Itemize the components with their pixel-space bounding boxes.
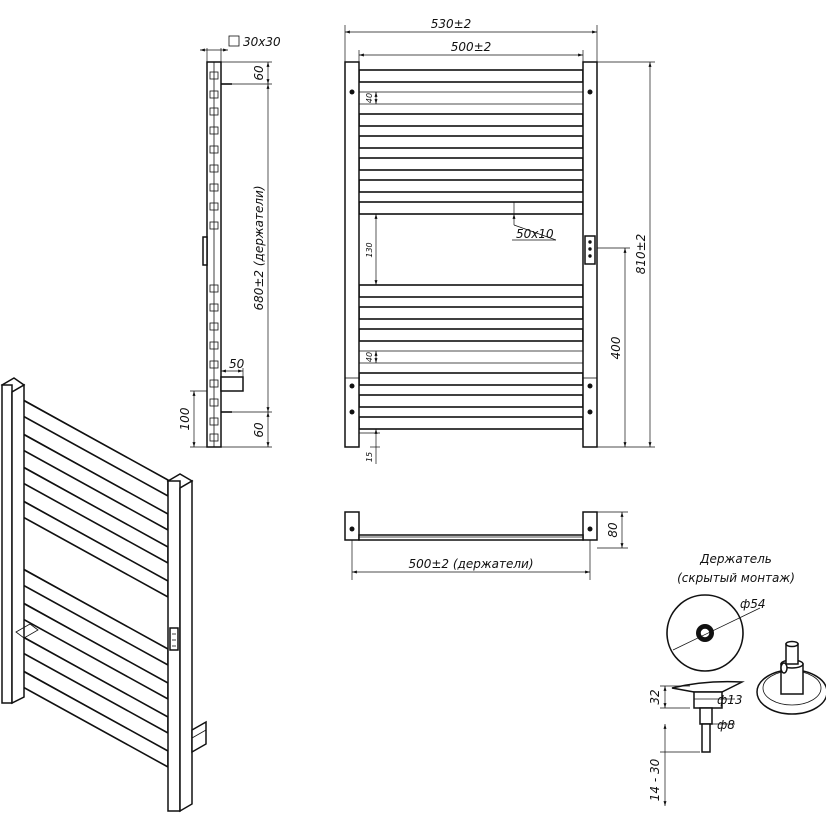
holder-range-label: 14 - 30 bbox=[648, 758, 662, 801]
profile-label: 30x30 bbox=[243, 35, 281, 49]
holder-title-2: (скрытый монтаж) bbox=[677, 571, 795, 585]
side-top-offset-label: 60 bbox=[252, 65, 266, 81]
front-view bbox=[344, 25, 655, 464]
holder-height-label: 32 bbox=[648, 689, 662, 704]
holder-detail bbox=[660, 594, 826, 806]
gap-top-label: 40 bbox=[365, 93, 374, 103]
holder-d13-label: ф13 bbox=[717, 693, 743, 707]
overall-width-label: 530±2 bbox=[431, 17, 472, 31]
side-holder-span-label: 680±2 (держатели) bbox=[252, 185, 266, 310]
overall-height-label: 810±2 bbox=[634, 234, 648, 275]
side-view bbox=[190, 35, 272, 448]
bar-width-label: 500±2 bbox=[451, 40, 492, 54]
holder-diameter-label: ф54 bbox=[740, 597, 766, 611]
side-holder-depth-label: 50 bbox=[229, 357, 245, 371]
gap-mid-label: 130 bbox=[365, 242, 374, 257]
isometric-view bbox=[0, 377, 207, 813]
connection-height-label: 400 bbox=[609, 336, 623, 359]
side-bottom-60-label: 60 bbox=[252, 422, 266, 438]
bottom-offset-label: 15 bbox=[365, 452, 374, 462]
holder-title-1: Держатель bbox=[699, 552, 772, 566]
depth-label: 80 bbox=[606, 522, 620, 538]
gap-bottom-label: 40 bbox=[365, 352, 374, 362]
bar-profile-label: 50x10 bbox=[516, 227, 554, 241]
side-bottom-100-label: 100 bbox=[178, 407, 192, 430]
top-view bbox=[344, 511, 628, 580]
holders-span-label: 500±2 (держатели) bbox=[408, 557, 533, 571]
holder-d8-label: ф8 bbox=[717, 718, 735, 732]
